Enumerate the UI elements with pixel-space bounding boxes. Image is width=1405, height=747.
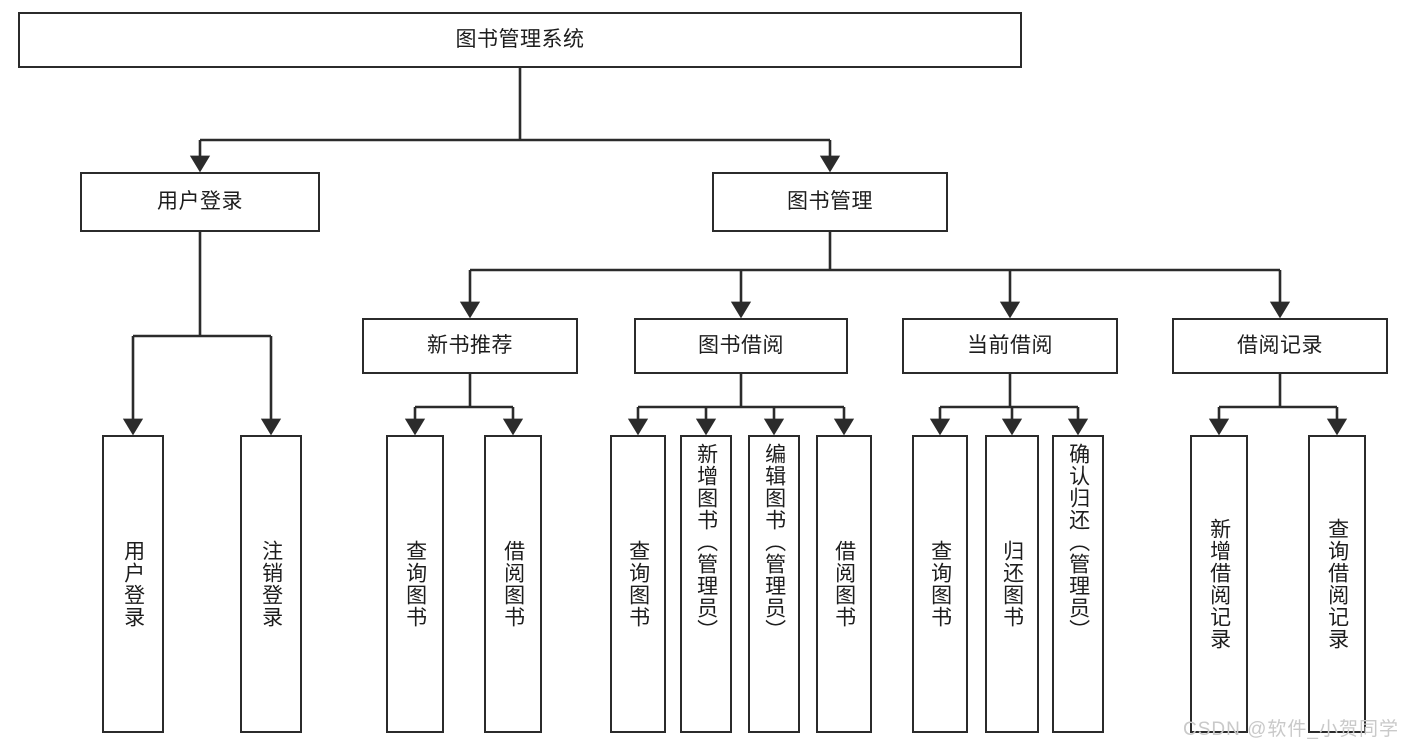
leaf-borrow-books-recommendation[interactable]: 借阅图书: [484, 435, 542, 733]
leaf-logout[interactable]: 注销登录: [240, 435, 302, 733]
leaf-query-books-current[interactable]: 查询图书: [912, 435, 968, 733]
node-current-borrowing[interactable]: 当前借阅: [902, 318, 1118, 374]
node-book-borrowing[interactable]: 图书借阅: [634, 318, 848, 374]
node-label: 借阅记录: [1237, 333, 1323, 357]
node-label: 图书管理: [787, 189, 873, 213]
node-label: 查询借阅记录: [1325, 518, 1349, 650]
node-label: 图书管理系统: [455, 27, 585, 51]
leaf-add-borrowing-record[interactable]: 新增借阅记录: [1190, 435, 1248, 733]
node-label: 用户登录: [157, 189, 243, 213]
node-label: 用户登录: [121, 540, 145, 628]
leaf-user-login[interactable]: 用户登录: [102, 435, 164, 733]
node-label: 新书推荐: [427, 333, 513, 357]
node-label: 当前借阅: [967, 333, 1053, 357]
leaf-return-books[interactable]: 归还图书: [985, 435, 1039, 733]
node-label: 图书借阅: [698, 333, 784, 357]
leaf-query-borrowing-record[interactable]: 查询借阅记录: [1308, 435, 1366, 733]
node-label: 注销登录: [259, 540, 283, 628]
node-label: 查询图书: [403, 540, 427, 628]
leaf-edit-book-admin[interactable]: 编辑图书（管理员）: [748, 435, 800, 733]
node-label: 查询图书: [626, 540, 650, 628]
node-label: 借阅图书: [832, 540, 856, 628]
node-user-login[interactable]: 用户登录: [80, 172, 320, 232]
node-label: 新增图书（管理员）: [694, 443, 718, 641]
node-label: 借阅图书: [501, 540, 525, 628]
leaf-query-books-recommendation[interactable]: 查询图书: [386, 435, 444, 733]
node-book-management[interactable]: 图书管理: [712, 172, 948, 232]
node-label: 编辑图书（管理员）: [762, 443, 786, 641]
node-label: 确认归还（管理员）: [1066, 443, 1090, 641]
node-new-book-recommendation[interactable]: 新书推荐: [362, 318, 578, 374]
leaf-add-book-admin[interactable]: 新增图书（管理员）: [680, 435, 732, 733]
node-borrowing-records[interactable]: 借阅记录: [1172, 318, 1388, 374]
leaf-confirm-return-admin[interactable]: 确认归还（管理员）: [1052, 435, 1104, 733]
node-label: 查询图书: [928, 540, 952, 628]
node-root-book-management-system[interactable]: 图书管理系统: [18, 12, 1022, 68]
node-label: 新增借阅记录: [1207, 518, 1231, 650]
leaf-borrow-books-borrowing[interactable]: 借阅图书: [816, 435, 872, 733]
node-label: 归还图书: [1000, 540, 1024, 628]
csdn-watermark: CSDN @软件_小贺同学: [1183, 719, 1399, 740]
leaf-query-books-borrowing[interactable]: 查询图书: [610, 435, 666, 733]
